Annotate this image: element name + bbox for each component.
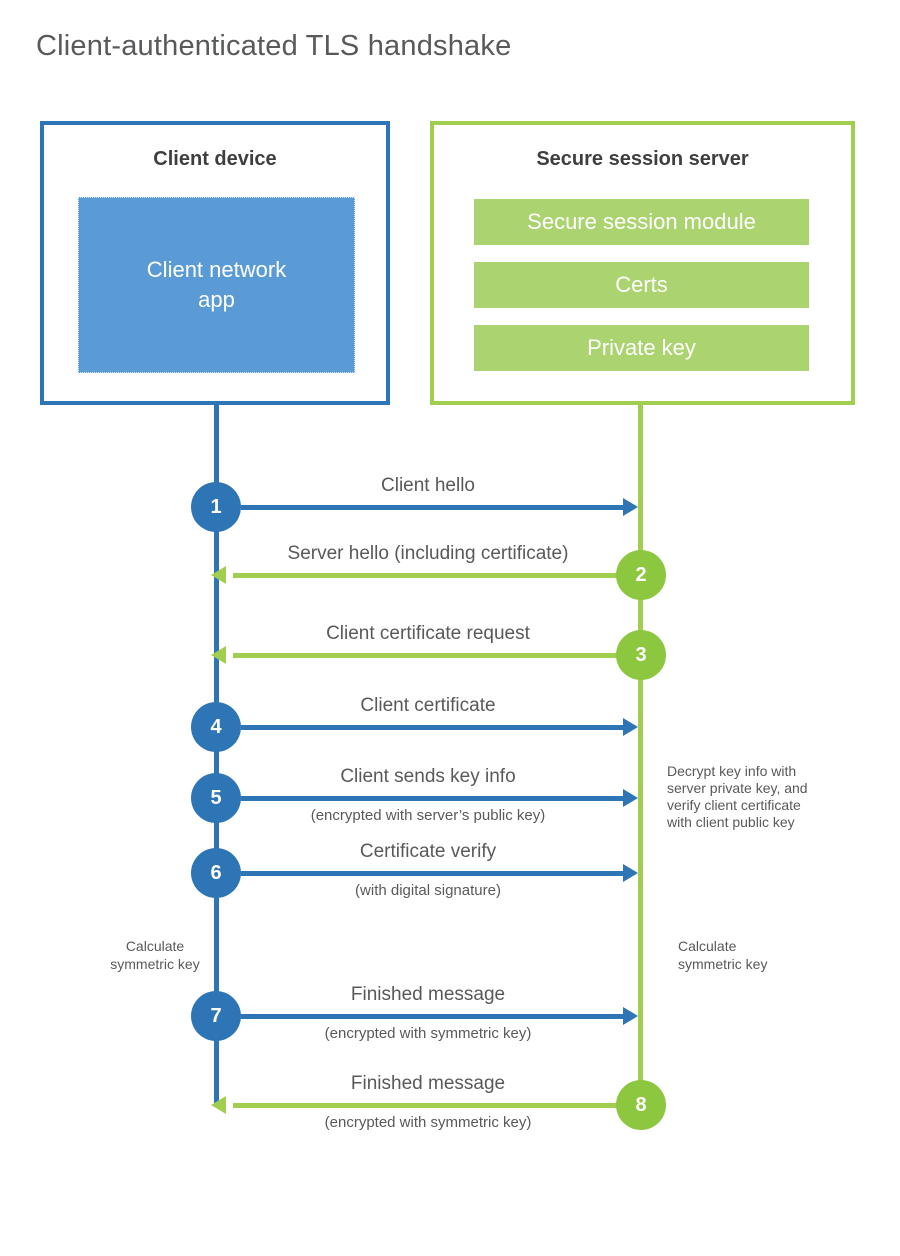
secure-session-server-box: Secure session server Secure session mod…: [430, 121, 855, 405]
page-title: Client-authenticated TLS handshake: [36, 30, 512, 62]
arrowhead-right-icon: [623, 718, 638, 736]
arrowhead-left-icon: [211, 646, 226, 664]
step-6-badge: 6: [191, 848, 241, 898]
step-5-submessage: (encrypted with server’s public key): [310, 807, 546, 824]
private-key-block: Private key: [474, 325, 809, 371]
step-8-arrow-line: [233, 1103, 617, 1108]
client-device-box: Client device Client network app: [40, 121, 390, 405]
step-6-message: Certificate verify: [359, 841, 497, 862]
step-2-message: Server hello (including certificate): [287, 543, 569, 564]
step-7-number: 7: [210, 1004, 222, 1027]
calculate-symmetric-key-note-server: Calculate symmetric key: [678, 938, 768, 972]
arrowhead-left-icon: [211, 1096, 226, 1114]
client-lifeline: [214, 405, 219, 1103]
step-4-arrow-line: [241, 725, 624, 730]
step-5-arrow-line: [241, 796, 624, 801]
step-3-badge: 3: [616, 630, 666, 680]
step-7-arrow-line: [241, 1014, 624, 1019]
step-5-number: 5: [210, 786, 222, 809]
secure-session-server-title: Secure session server: [536, 148, 749, 170]
decrypt-note: Decrypt key info with server private key…: [667, 763, 808, 830]
step-4-badge: 4: [191, 702, 241, 752]
step-2-number: 2: [635, 563, 647, 586]
step-8-submessage: (encrypted with symmetric key): [324, 1114, 532, 1131]
step-4-number: 4: [210, 715, 222, 738]
step-6-submessage: (with digital signature): [355, 882, 501, 899]
certs-block: Certs: [474, 262, 809, 308]
step-6-arrow-line: [241, 871, 624, 876]
step-3-number: 3: [635, 643, 647, 666]
step-1-arrow-line: [241, 505, 624, 510]
client-network-app-block: Client network app: [78, 197, 355, 373]
arrowhead-right-icon: [623, 789, 638, 807]
calculate-symmetric-key-note-client: Calculate symmetric key: [110, 938, 200, 972]
arrowhead-right-icon: [623, 498, 638, 516]
server-lifeline: [638, 405, 643, 1107]
step-1-number: 1: [210, 495, 222, 518]
arrowhead-left-icon: [211, 566, 226, 584]
arrowhead-right-icon: [623, 864, 638, 882]
step-3-message: Client certificate request: [326, 623, 530, 644]
step-3-arrow-line: [233, 653, 617, 658]
step-7-badge: 7: [191, 991, 241, 1041]
client-device-title: Client device: [153, 148, 277, 170]
step-2-arrow-line: [233, 573, 617, 578]
step-5-message: Client sends key info: [340, 766, 516, 787]
step-5-badge: 5: [191, 773, 241, 823]
secure-session-module-block: Secure session module: [474, 199, 809, 245]
step-7-submessage: (encrypted with symmetric key): [324, 1025, 532, 1042]
step-7-message: Finished message: [350, 984, 506, 1005]
step-1-message: Client hello: [381, 475, 475, 496]
arrowhead-right-icon: [623, 1007, 638, 1025]
step-8-badge: 8: [616, 1080, 666, 1130]
step-8-message: Finished message: [350, 1073, 506, 1094]
step-4-message: Client certificate: [360, 695, 496, 716]
step-6-number: 6: [210, 861, 222, 884]
step-2-badge: 2: [616, 550, 666, 600]
step-1-badge: 1: [191, 482, 241, 532]
step-8-number: 8: [635, 1093, 647, 1116]
